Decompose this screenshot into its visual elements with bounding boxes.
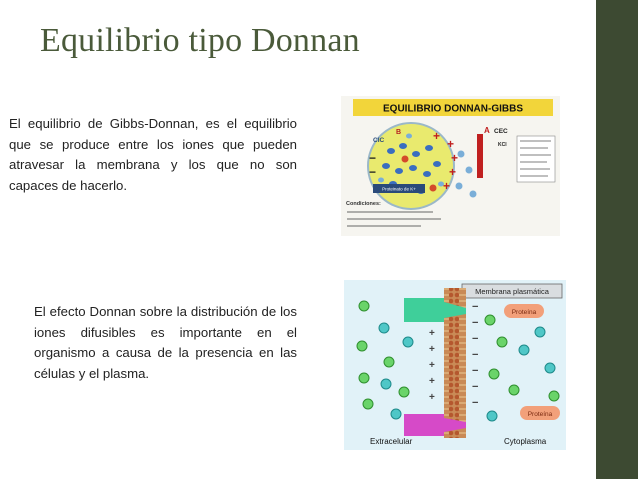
svg-text:+: +: [451, 151, 458, 165]
protein-label-top: Proteína: [512, 309, 537, 316]
svg-text:−: −: [472, 317, 478, 329]
sidebar-bar: [596, 0, 638, 479]
protein-label-bottom: Proteína: [528, 411, 553, 418]
svg-text:+: +: [429, 392, 435, 403]
slide-title: Equilibrio tipo Donnan: [40, 22, 360, 59]
membrane-plus-signs: + + + + +: [429, 328, 435, 403]
membrane-label: Membrana plasmática: [475, 287, 550, 296]
diagram-label-cic: CIC: [373, 137, 385, 144]
svg-text:−: −: [369, 151, 376, 165]
svg-text:+: +: [429, 376, 435, 387]
membrane-diagram: Membrana plasmática + + + + + − − − − − …: [344, 280, 566, 450]
diagram-label-kcl: KCl: [498, 142, 507, 148]
cytoplasm-label: Cytoplasma: [504, 437, 547, 446]
svg-text:−: −: [369, 165, 376, 179]
svg-text:+: +: [429, 360, 435, 371]
svg-text:+: +: [429, 328, 435, 339]
diagram-label-b: B: [396, 129, 401, 136]
membrane-minus-signs: − − − − − − −: [472, 301, 478, 409]
svg-text:+: +: [447, 137, 454, 151]
paragraph-donnan-effect: El efecto Donnan sobre la distribución d…: [34, 304, 297, 381]
diagram-label-cec: CEC: [494, 128, 508, 135]
diagram-conditions-lines: [347, 211, 441, 227]
cytoplasm-ions: [484, 314, 560, 422]
svg-text:+: +: [449, 165, 456, 179]
green-channel-shape: [404, 298, 444, 322]
svg-text:−: −: [472, 397, 478, 409]
diagram-label-protein: Proteinato de K+: [382, 187, 416, 192]
svg-text:−: −: [472, 365, 478, 377]
extracellular-ions: [356, 300, 414, 420]
paragraph-gibbs-donnan: El equilibrio de Gibbs-Donnan, es el equ…: [9, 116, 297, 193]
diagram-plus-signs: + + + + + − −: [369, 129, 458, 193]
diagram-label-conditions: Condiciones:: [346, 201, 381, 207]
svg-text:−: −: [472, 381, 478, 393]
extracellular-label: Extracelular: [370, 437, 413, 446]
diagram-header: EQUILIBRIO DONNAN-GIBBS: [383, 104, 523, 115]
svg-text:+: +: [429, 344, 435, 355]
svg-text:−: −: [472, 349, 478, 361]
svg-text:−: −: [472, 333, 478, 345]
svg-text:+: +: [443, 179, 450, 193]
donnan-gibbs-diagram: EQUILIBRIO DONNAN-GIBBS CIC B A CEC KCl: [341, 96, 560, 236]
magenta-channel-shape: [404, 414, 444, 436]
diagram-legend-lines: [520, 140, 551, 177]
svg-text:+: +: [433, 129, 440, 143]
svg-text:−: −: [472, 301, 478, 313]
diagram-label-a: A: [484, 126, 490, 135]
